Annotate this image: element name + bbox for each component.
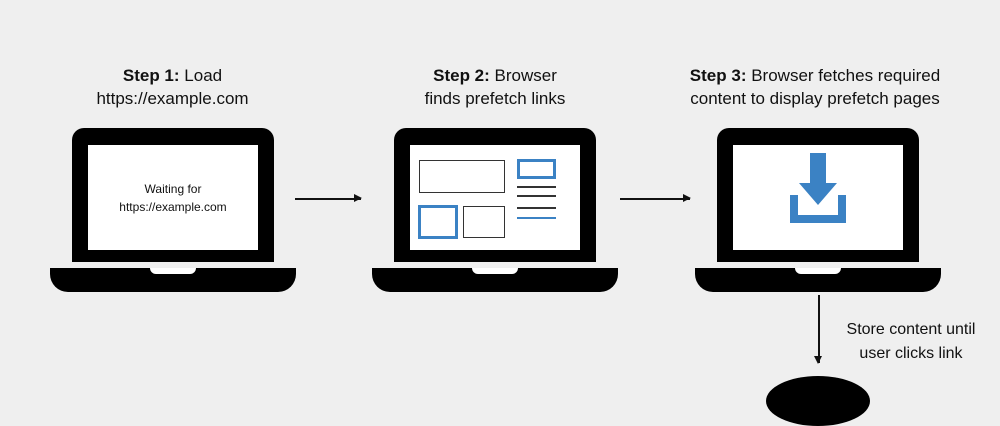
step-1-title: Step 1: Load https://example.com <box>60 64 285 110</box>
storage-cylinder <box>766 376 870 426</box>
step-2-text-line2: finds prefetch links <box>424 89 566 108</box>
store-content-label: Store content until user clicks link <box>826 318 996 366</box>
laptop-screen <box>410 145 580 250</box>
laptop-lid <box>717 128 919 262</box>
prefetch-link-line <box>517 217 556 219</box>
laptop-screen: Waiting for https://example.com <box>88 145 258 250</box>
laptop-base <box>372 268 618 292</box>
store-label-line-1: Store content until <box>846 321 976 338</box>
text-line <box>517 186 556 188</box>
laptop-lid: Waiting for https://example.com <box>72 128 274 262</box>
step-3-title: Step 3: Browser fetches required content… <box>670 64 960 110</box>
step-3-label: Step 3: <box>689 66 747 85</box>
laptop-base <box>695 268 941 292</box>
laptop-step-3 <box>695 128 941 292</box>
step-2-title: Step 2: Browser finds prefetch links <box>380 64 610 110</box>
text-line <box>517 207 556 209</box>
arrow-to-storage <box>815 295 821 364</box>
step-2-label: Step 2: <box>433 66 490 85</box>
arrow-step-2-to-3 <box>620 195 691 201</box>
waiting-message: Waiting for https://example.com <box>88 180 258 216</box>
step-1-url: https://example.com <box>96 89 249 108</box>
step-1-label: Step 1: <box>122 66 180 85</box>
prefetch-link-block <box>517 159 556 179</box>
page-block-bottom <box>463 206 505 238</box>
laptop-screen <box>733 145 903 250</box>
laptop-notch <box>150 268 196 274</box>
store-label-line-2: user clicks link <box>859 345 963 362</box>
step-1-text: Load <box>179 66 223 85</box>
download-icon <box>790 153 846 223</box>
arrow-step-1-to-2 <box>295 195 362 201</box>
laptop-step-1: Waiting for https://example.com <box>50 128 296 292</box>
prefetch-link-block <box>418 205 458 239</box>
waiting-line-2: https://example.com <box>119 200 227 214</box>
laptop-notch <box>472 268 518 274</box>
text-line <box>517 195 556 197</box>
laptop-notch <box>795 268 841 274</box>
step-2-text: Browser <box>489 66 557 85</box>
step-3-text-line2: content to display prefetch pages <box>690 89 940 108</box>
page-block-top <box>419 160 505 193</box>
waiting-line-1: Waiting for <box>144 182 202 196</box>
step-3-text: Browser fetches required <box>746 66 941 85</box>
laptop-step-2 <box>372 128 618 292</box>
laptop-lid <box>394 128 596 262</box>
laptop-base <box>50 268 296 292</box>
